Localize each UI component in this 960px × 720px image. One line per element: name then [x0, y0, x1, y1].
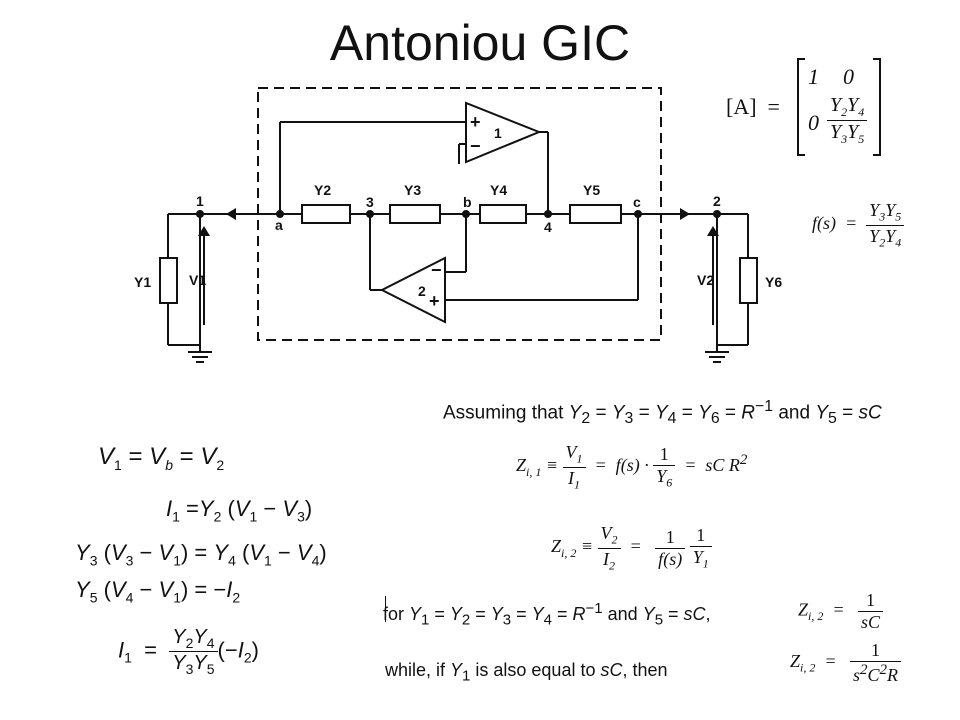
label-node-3: 3 [366, 194, 374, 210]
node-4-dot [544, 210, 552, 218]
node-c-dot [634, 210, 642, 218]
matrix-lhs: [A] = [726, 94, 780, 119]
label-y2: Y2 [314, 182, 331, 198]
node-3-dot [366, 210, 374, 218]
label-y1: Y1 [134, 274, 151, 290]
y4-element [479, 204, 527, 224]
assumption-text: Assuming that Y2 = Y3 = Y4 = Y6 = R−1 an… [443, 398, 882, 428]
gic-circuit-diagram: Y1 V1 1 a Y2 3 Y3 b Y4 4 Y5 c 2 V2 Y6 1 … [134, 87, 782, 363]
case2-text: while, if Y1 is also equal to sC, then [385, 660, 668, 685]
matrix-r2c1: 0 [808, 110, 819, 135]
node-2-dot [713, 210, 721, 218]
y6-element [739, 257, 758, 304]
opamp-1 [465, 101, 542, 164]
eq-current-i2: Y5 (V4 − V1) = −I2 [75, 577, 241, 606]
label-node-a: a [275, 217, 283, 233]
label-v2: V2 [697, 272, 714, 288]
node-a-dot [276, 210, 284, 218]
eq-node-balance: Y3 (V3 − V1) = Y4 (V1 − V4) [75, 540, 327, 569]
y5-element [569, 204, 622, 224]
label-node-4: 4 [544, 219, 552, 235]
eq-voltage-equal: V1 = Vb = V2 [98, 443, 225, 473]
i2-arrow [680, 208, 690, 220]
matrix-r1c1: 1 [808, 64, 819, 89]
v1-arrow [198, 226, 210, 236]
opamp-1-label: 1 [494, 125, 502, 141]
y3-element [389, 204, 441, 224]
case1-text: for Y1 = Y2 = Y3 = Y4 = R−1 and Y5 = sC, [383, 600, 711, 629]
y2-element [301, 204, 351, 224]
node-b-dot [462, 210, 470, 218]
label-node-b: b [463, 194, 472, 210]
opamp-1-plus: + [470, 112, 481, 132]
label-v1: V1 [189, 272, 206, 288]
label-node-1: 1 [196, 193, 204, 209]
label-y5: Y5 [583, 182, 600, 198]
opamp-2-plus: + [429, 291, 440, 311]
node-1-dot [196, 210, 204, 218]
slide-title: Antoniou GIC [329, 15, 631, 71]
eq-current-i1: I1 =Y2 (V1 − V3) [166, 496, 313, 525]
text-cursor [385, 596, 386, 622]
v2-arrow [707, 226, 719, 236]
opamp-2-minus: − [431, 260, 442, 280]
label-y6: Y6 [765, 274, 782, 290]
opamp-2-label: 2 [418, 283, 426, 299]
label-y4: Y4 [490, 182, 507, 198]
label-node-c: c [633, 194, 641, 210]
opamp-2 [379, 256, 446, 324]
label-node-2: 2 [713, 193, 721, 209]
opamp-1-minus: − [470, 136, 481, 156]
i1-arrow [226, 208, 236, 220]
label-y3: Y3 [404, 182, 421, 198]
matrix-r1c2: 0 [843, 64, 854, 89]
y1-element [159, 257, 178, 304]
